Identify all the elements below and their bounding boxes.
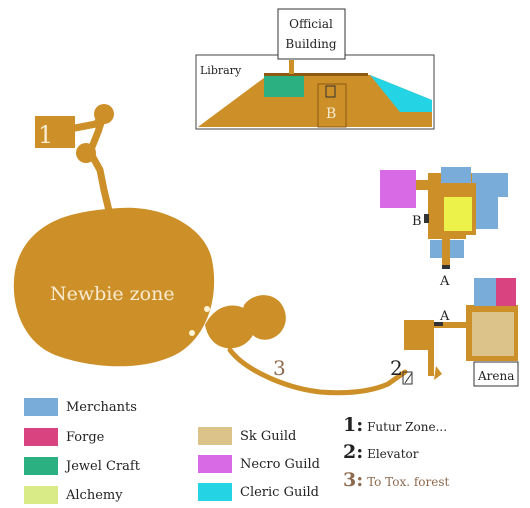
necro-corridor bbox=[416, 180, 430, 190]
newbie-zone-area bbox=[13, 207, 215, 367]
legend-alchemy: Alchemy bbox=[24, 486, 123, 504]
marker-a-upper-label: A bbox=[439, 274, 450, 289]
note-futur-zone: 1: Futur Zone... bbox=[343, 414, 447, 436]
legend-merchants: Merchants bbox=[24, 398, 137, 416]
note-3-number: 3: bbox=[343, 469, 364, 491]
legend-jewel-craft: Jewel Craft bbox=[24, 457, 140, 475]
official-building-stem bbox=[289, 60, 294, 74]
door-icon bbox=[325, 85, 336, 98]
arena-ramp bbox=[434, 366, 442, 380]
marker-a-lower-label: A bbox=[439, 309, 450, 324]
official-building-label-1: Official bbox=[289, 17, 333, 31]
legend-cleric-guild: Cleric Guild bbox=[198, 483, 319, 501]
south-corridor bbox=[442, 238, 450, 268]
note-1-text: Futur Zone... bbox=[367, 420, 448, 434]
zone-1-path bbox=[71, 110, 114, 219]
official-building-label-2: Building bbox=[285, 37, 336, 51]
marker-b-box bbox=[317, 83, 347, 128]
upper-right-building: B A bbox=[380, 167, 508, 289]
library-wall bbox=[198, 56, 264, 127]
legend-necro-guild-label: Necro Guild bbox=[240, 456, 320, 472]
sk-guild-swatch bbox=[198, 427, 232, 445]
forge-room bbox=[496, 278, 516, 306]
legend-cleric-guild-label: Cleric Guild bbox=[240, 484, 319, 500]
sk-guild-room bbox=[472, 312, 514, 356]
zone-1-node-a bbox=[94, 104, 114, 124]
note-2-number: 2: bbox=[343, 441, 364, 463]
central-corridor bbox=[428, 173, 438, 235]
legend-merchants-label: Merchants bbox=[66, 399, 137, 415]
arena-label: Arena bbox=[477, 369, 514, 383]
note-1-number: 1: bbox=[343, 414, 364, 436]
zone-1-node-b bbox=[76, 143, 96, 163]
top-building: B bbox=[195, 54, 435, 130]
library-ramp bbox=[198, 78, 264, 127]
newbie-zone-label: Newbie zone bbox=[50, 283, 175, 305]
merchants-swatch bbox=[24, 398, 58, 416]
merchant-room-e bbox=[450, 240, 464, 258]
arena-label-box bbox=[473, 361, 519, 387]
path-to-tox-forest bbox=[227, 347, 408, 396]
arena-entry-corridor bbox=[430, 322, 466, 328]
merchant-room-c bbox=[476, 197, 498, 229]
note-2-text: Elevator bbox=[367, 447, 419, 461]
glow-spot-b bbox=[189, 330, 195, 336]
zone-2-label: 2 bbox=[390, 356, 403, 380]
alchemy-swatch bbox=[24, 486, 58, 504]
cleric-guild-swatch bbox=[198, 483, 232, 501]
door-marker-a-lower bbox=[434, 322, 443, 326]
merchant-room-f bbox=[474, 278, 496, 306]
zone-1-area: 1 bbox=[35, 104, 114, 219]
legend-forge: Forge bbox=[24, 428, 104, 446]
jewel-craft-swatch bbox=[24, 457, 58, 475]
note-elevator: 2: Elevator bbox=[343, 441, 418, 463]
library-label: Library bbox=[200, 64, 242, 77]
jewel-craft-room bbox=[264, 75, 304, 97]
elevator-icon-slash bbox=[404, 372, 413, 384]
official-building-box bbox=[277, 8, 346, 60]
arena-entry-room bbox=[404, 320, 434, 350]
zone-1-room bbox=[35, 116, 75, 148]
legend-sk-guild: Sk Guild bbox=[198, 427, 296, 445]
necro-guild-room bbox=[380, 170, 416, 208]
zone-1-label: 1 bbox=[38, 121, 53, 149]
legend-jewel-craft-label: Jewel Craft bbox=[66, 458, 140, 474]
merchant-room-d bbox=[430, 240, 444, 258]
necro-guild-swatch bbox=[198, 455, 232, 473]
door-marker-a-upper bbox=[442, 265, 450, 269]
lower-corridor bbox=[428, 233, 466, 239]
door-marker-b bbox=[424, 214, 429, 223]
legend-forge-label: Forge bbox=[66, 429, 105, 445]
legend-necro-guild: Necro Guild bbox=[198, 455, 320, 473]
note-3-text: To Tox. forest bbox=[367, 475, 450, 489]
arena-building: A Arena bbox=[404, 278, 519, 387]
marker-b-right-label: B bbox=[412, 214, 422, 229]
arena-descent bbox=[428, 348, 434, 376]
zone-3-label: 3 bbox=[273, 356, 286, 380]
middle-blob-b bbox=[242, 295, 286, 340]
cleric-guild-room bbox=[370, 75, 432, 112]
forge-swatch bbox=[24, 428, 58, 446]
alchemy-room bbox=[444, 197, 472, 231]
top-building-divider bbox=[264, 73, 368, 76]
note-tox-forest: 3: To Tox. forest bbox=[343, 469, 449, 491]
glow-spot-a bbox=[204, 306, 210, 312]
marker-b-top-label: B bbox=[326, 106, 336, 122]
elevator-icon bbox=[402, 371, 413, 385]
legend-sk-guild-label: Sk Guild bbox=[240, 428, 297, 444]
legend-alchemy-label: Alchemy bbox=[66, 487, 123, 503]
merchant-room-b bbox=[472, 173, 508, 197]
middle-area: 3 2 bbox=[205, 295, 413, 396]
